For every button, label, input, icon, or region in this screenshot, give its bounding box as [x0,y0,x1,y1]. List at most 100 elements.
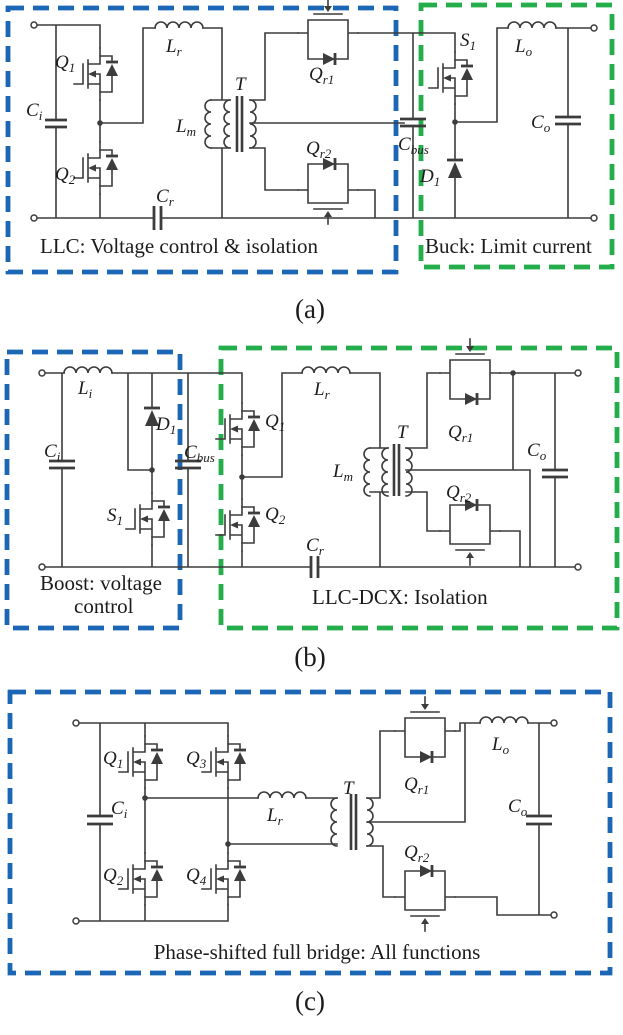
mosfet-q4 [200,851,248,907]
label-qr1: Qr1 [404,774,429,797]
wires-a [34,24,593,219]
transformer-primary-coil [330,797,338,847]
diode-d1 [448,162,462,178]
transformer-secondary-coil [405,447,413,497]
label-d1: D1 [155,414,176,437]
cap-cbus-plates [175,459,201,470]
label-lo: Lo [491,734,510,757]
label-qr2: Qr2 [306,138,332,161]
label-qr2: Qr2 [404,842,430,865]
caption-c: (c) [295,986,325,1016]
mosfet-qr2 [393,863,457,933]
output-terminal [550,719,558,727]
label-ci: Ci [26,100,43,123]
panel-c-psfb: Q1 Q3 Q2 Q4 Ci Lr T Qr1 Qr2 Lo Co Phase-… [7,689,613,1016]
label-t: T [343,778,355,799]
cap-cr-plates [152,206,163,230]
label-lr: Lr [266,805,284,828]
mosfet-q1 [72,46,120,102]
label-co: Co [531,112,551,135]
label-cr: Cr [306,535,325,558]
panel-b-boost-llcdcx: Li Ci D1 S1 Cbus Q1 Q2 Lr Lm T Cr Qr1 Qr… [4,337,620,672]
mosfet-s1 [427,50,475,106]
transformer-primary-coil [223,99,231,149]
inductor-li [63,366,113,374]
mosfet-q3 [200,734,248,790]
inductor-lo [479,716,529,724]
inductor-lm-coil [363,447,371,497]
label-co: Co [527,440,547,463]
psfb-region-box [7,689,613,976]
mosfet-s1 [124,491,172,547]
label-qr1: Qr1 [448,422,473,445]
output-terminal [574,563,582,571]
llc-region-label: LLC: Voltage control & isolation [40,234,319,258]
transformer-secondary-coil [249,99,257,149]
label-lm: Lm [332,461,353,484]
inductor-lr [154,21,204,29]
label-lr: Lr [313,379,331,402]
label-q1: Q1 [265,411,285,434]
label-ci: Ci [44,441,61,464]
mosfet-qr2 [296,156,360,226]
label-ci: Ci [111,798,128,821]
mosfet-q2 [72,140,120,196]
cap-co-plates [555,115,581,126]
label-lm: Lm [175,116,196,139]
node-dot [239,474,245,480]
input-terminal [30,21,38,29]
inductor-lm-coil [204,99,212,149]
node-dot [149,467,155,473]
node-dot [510,370,516,376]
label-t: T [235,74,247,95]
mosfet-qr2 [438,497,502,567]
panel-a-llc-buck: Q1 Q2 Ci Lr Lm T Cr Qr1 Qr2 Cbus S1 D1 L… [5,0,615,324]
label-q2: Q2 [265,504,286,527]
label-cbus: Cbus [184,442,215,465]
node-dot [97,120,103,126]
mosfet-q2 [117,851,165,907]
label-q4: Q4 [186,865,207,888]
cap-co-plates [526,814,552,826]
llcdcx-region-label: LLC-DCX: Isolation [312,585,488,609]
label-li: Li [77,378,93,401]
buck-region-label: Buck: Limit current [425,234,592,258]
cap-cbus-plates [400,117,426,128]
cap-ci-plates [45,118,67,129]
output-terminal [590,24,598,32]
label-cbus: Cbus [398,134,429,157]
label-s1: S1 [107,505,123,528]
label-lr: Lr [165,36,183,59]
label-t: T [397,422,409,443]
mosfet-qr1 [393,695,457,765]
transformer-core [392,444,401,496]
wires-c [77,722,553,922]
cap-ci-plates [49,459,75,470]
diode-d1 [145,410,159,426]
caption-a: (a) [295,294,325,324]
cap-cr-plates [309,556,320,578]
output-terminal [550,911,558,919]
caption-b: (b) [294,642,325,672]
label-qr1: Qr1 [309,64,334,87]
output-terminal [590,214,598,222]
transformer-core [235,96,244,152]
boost-region-box [4,349,183,631]
label-q3: Q3 [186,748,207,771]
input-terminal [72,719,80,727]
input-terminal [38,563,46,571]
label-co: Co [508,796,528,819]
transformer-core [349,794,358,850]
input-terminal [38,369,46,377]
label-q2: Q2 [103,865,124,888]
label-cr: Cr [156,186,175,209]
label-q1: Q1 [55,52,75,75]
input-terminal [72,917,80,925]
label-qr2: Qr2 [446,482,472,505]
label-s1: S1 [460,30,476,53]
input-terminal [30,214,38,222]
transformer-primary-coil [381,447,389,497]
psfb-region-label: Phase-shifted full bridge: All functions [154,940,481,964]
